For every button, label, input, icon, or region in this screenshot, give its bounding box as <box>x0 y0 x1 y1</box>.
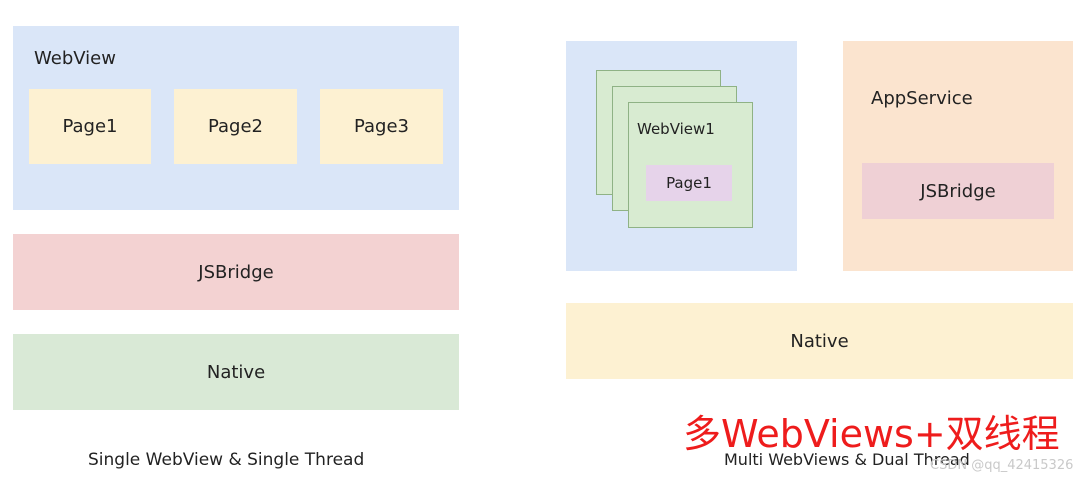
page1-box: Page1 <box>646 165 732 201</box>
page-label-2: Page2 <box>207 116 264 137</box>
right-caption: Multi WebViews & Dual Thread <box>724 450 970 469</box>
page-box-3: Page3 <box>320 89 443 164</box>
jsbridge-layer: JSBridge <box>13 234 459 310</box>
page-label-3: Page3 <box>353 116 410 137</box>
native-layer-right: Native <box>566 303 1073 379</box>
watermark: CSDN @qq_42415326 <box>930 458 1074 473</box>
appservice-jsbridge: JSBridge <box>862 163 1054 219</box>
appservice-label: AppService <box>871 88 973 109</box>
jsbridge-label: JSBridge <box>198 261 274 283</box>
multi-webview-container: WebView1 Page1 <box>566 41 797 271</box>
page-label-1: Page1 <box>62 116 118 137</box>
overlay-title: 多WebViews+双线程 <box>683 412 1060 456</box>
native-label-left: Native <box>206 361 266 383</box>
appservice-container: AppService JSBridge <box>843 41 1073 271</box>
native-layer-left: Native <box>13 334 459 410</box>
left-caption: Single WebView & Single Thread <box>88 450 365 470</box>
appservice-jsbridge-label: JSBridge <box>920 180 996 202</box>
webview1-label: WebView1 <box>637 120 715 138</box>
page-box-2: Page2 <box>174 89 297 164</box>
page-box-1: Page1 <box>29 89 151 164</box>
webview-container: WebView Page1 Page2 Page3 <box>13 26 459 210</box>
native-label-right: Native <box>790 330 849 352</box>
webview-label: WebView <box>34 48 116 69</box>
page1-label: Page1 <box>666 174 712 192</box>
webview-card-front: WebView1 Page1 <box>628 102 753 228</box>
